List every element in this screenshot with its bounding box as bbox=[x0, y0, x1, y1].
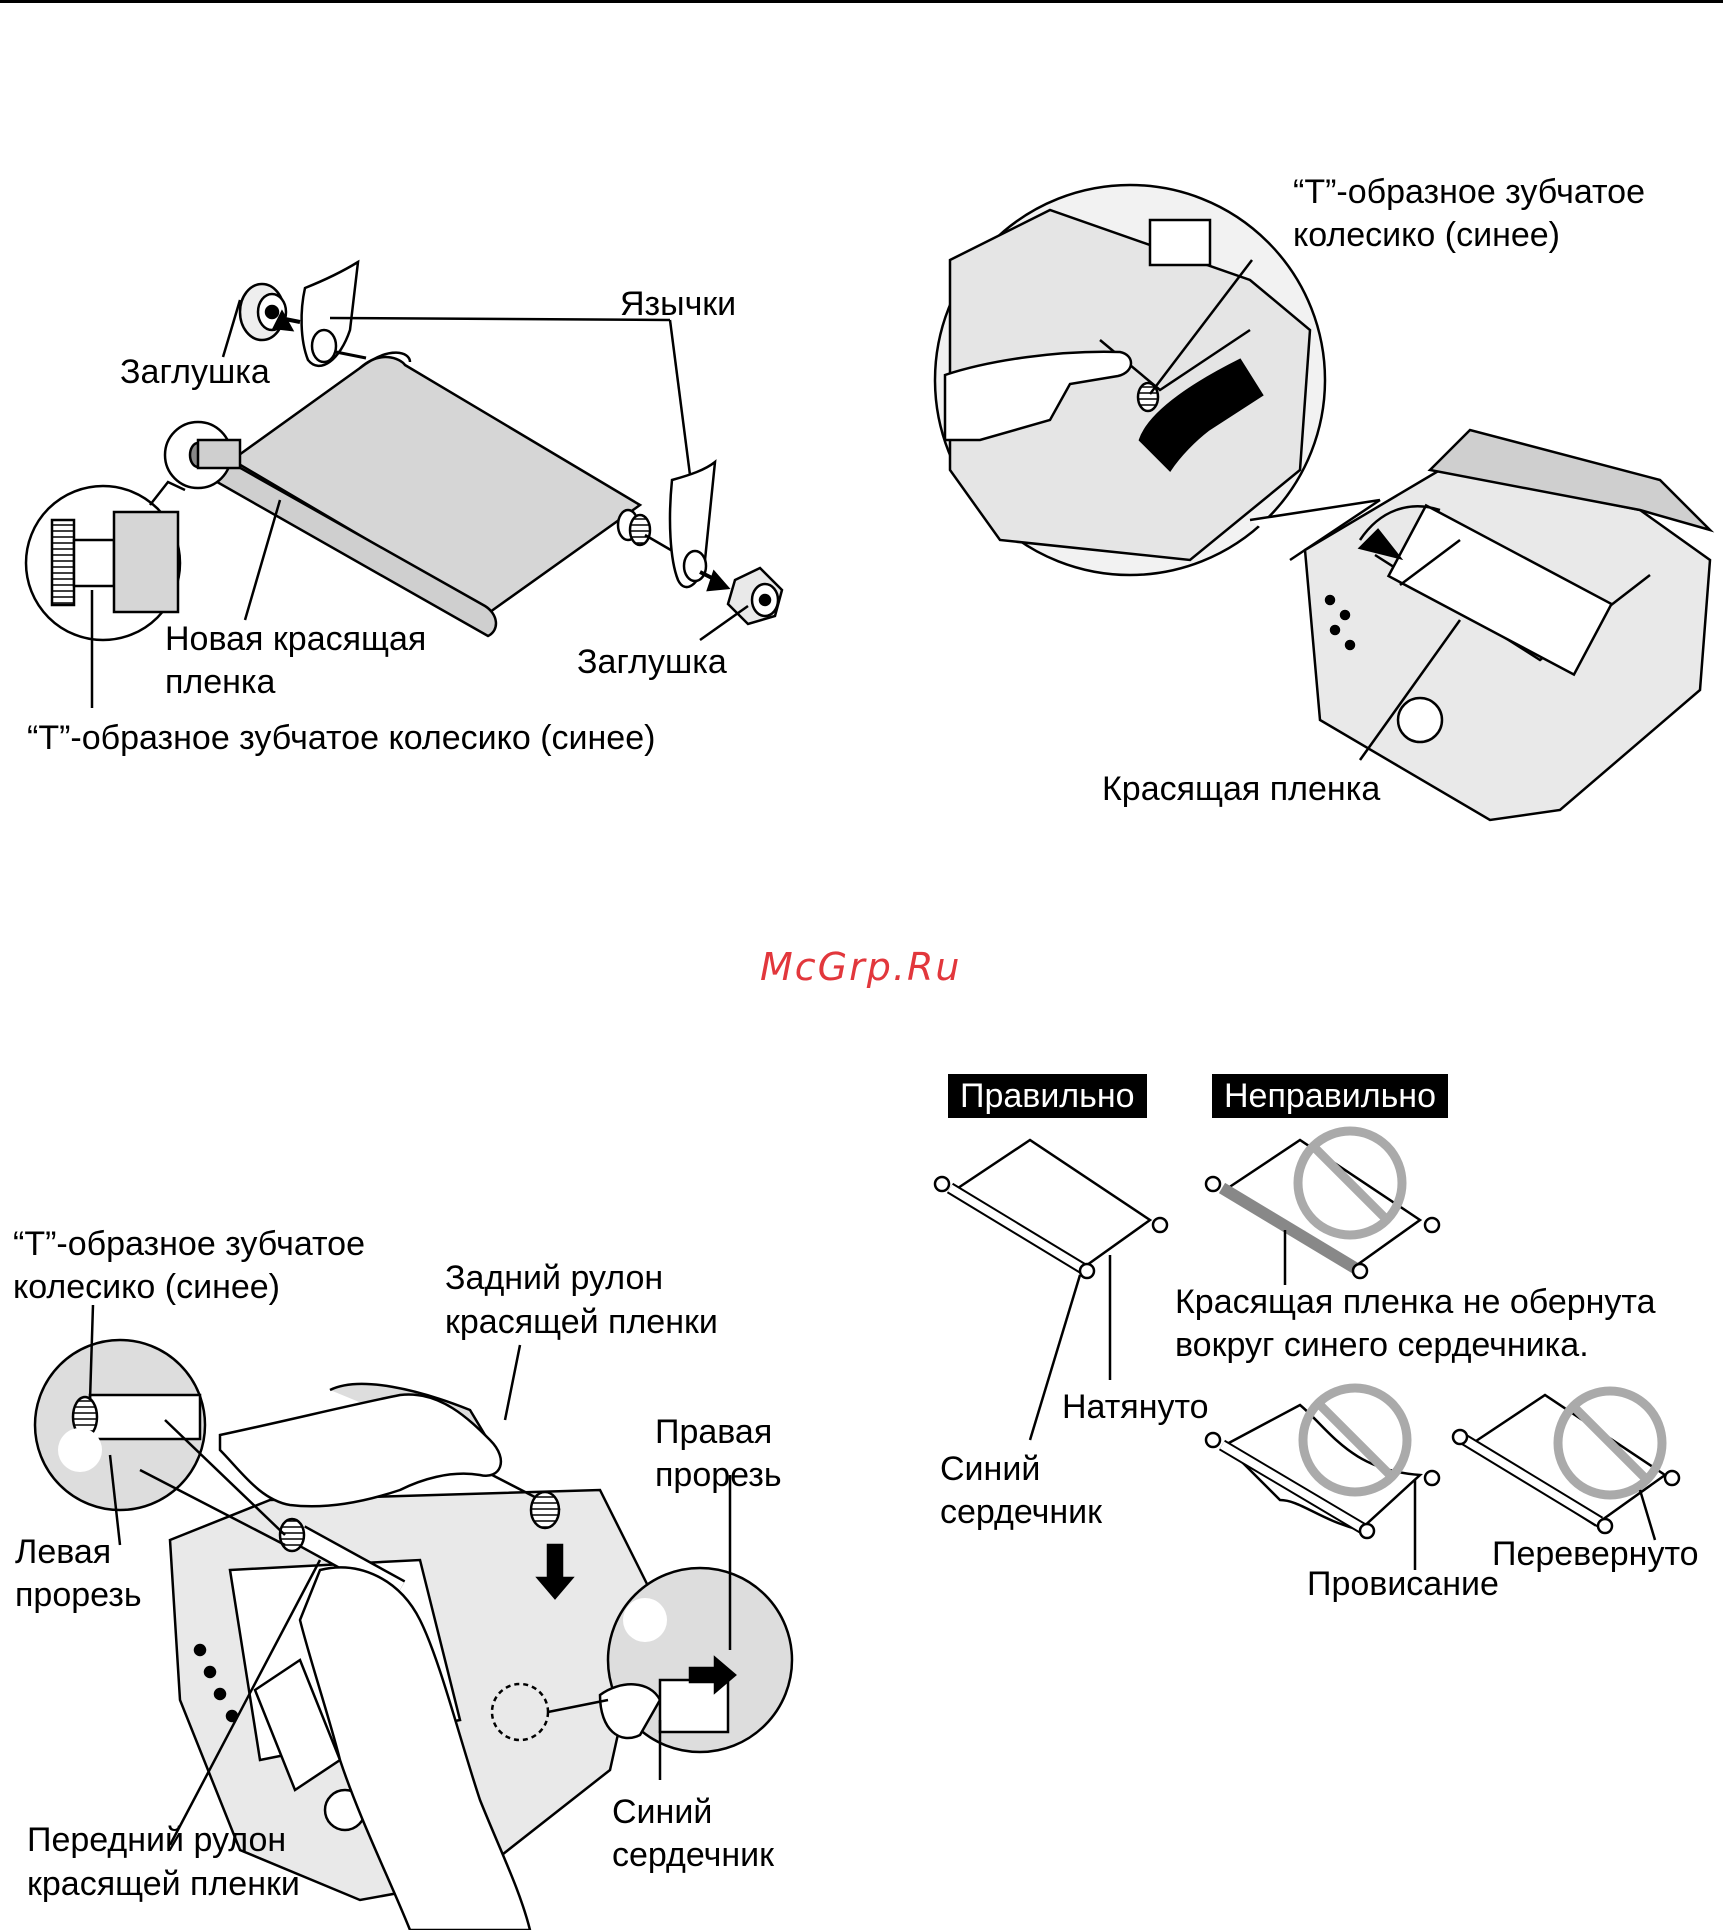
t-gear-label-fig3-line1: “T”-образное зубчатое bbox=[13, 1225, 366, 1263]
right-slot-label-line1: Правая bbox=[655, 1413, 773, 1451]
blue-core-label-fig3-line1: Синий bbox=[612, 1793, 713, 1831]
t-gear-label: “T”-образное зубчатое колесико (синее) bbox=[27, 719, 656, 757]
ink-film-label: Красящая пленка bbox=[1102, 770, 1381, 808]
rear-roll-label-line1: Задний рулон bbox=[445, 1259, 664, 1297]
top-rule bbox=[0, 0, 1723, 3]
caps-bottom-label: Заглушка bbox=[577, 643, 727, 681]
t-gear-label-fig2-line1: “T”-образное зубчатое bbox=[1293, 173, 1646, 211]
t-gear-label-fig3-line2: колесико (синее) bbox=[13, 1268, 281, 1306]
caps-top-label: Заглушка bbox=[120, 353, 270, 391]
new-film-label-line2: пленка bbox=[165, 663, 276, 701]
front-roll-label-line1: Передний рулон bbox=[27, 1821, 287, 1859]
watermark: McGrp.Ru bbox=[760, 945, 962, 989]
not-wrapped-label-line1: Красящая пленка не обернута bbox=[1175, 1283, 1656, 1321]
right-slot-label-line2: прорезь bbox=[655, 1456, 782, 1494]
fig3-rolls-drawing bbox=[33, 1304, 794, 1930]
left-slot-label-line2: прорезь bbox=[15, 1576, 142, 1614]
blue-core-label-fig4-line1: Синий bbox=[940, 1450, 1041, 1488]
t-gear-label-fig2-line2: колесико (синее) bbox=[1293, 216, 1561, 254]
correct-badge: Правильно bbox=[948, 1074, 1147, 1118]
new-film-label-line1: Новая красящая bbox=[165, 620, 427, 658]
tight-label: Натянуто bbox=[1062, 1388, 1209, 1426]
fig2-install-drawing bbox=[933, 183, 1715, 822]
not-wrapped-label-line2: вокруг синего сердечника. bbox=[1175, 1326, 1589, 1364]
left-slot-label-line1: Левая bbox=[15, 1533, 112, 1571]
tabs-label: Язычки bbox=[620, 285, 737, 323]
fig4-correct-incorrect-drawing bbox=[933, 1126, 1681, 1570]
fig1-new-ink-film-drawing bbox=[24, 259, 784, 708]
blue-core-label-fig3-line2: сердечник bbox=[612, 1836, 775, 1874]
incorrect-badge: Неправильно bbox=[1212, 1074, 1448, 1118]
slack-label: Провисание bbox=[1307, 1565, 1499, 1603]
front-roll-label-line2: красящей пленки bbox=[27, 1865, 300, 1903]
blue-core-label-fig4-line2: сердечник bbox=[940, 1493, 1103, 1531]
reversed-label: Перевернуто bbox=[1492, 1535, 1699, 1573]
rear-roll-label-line2: красящей пленки bbox=[445, 1303, 718, 1341]
